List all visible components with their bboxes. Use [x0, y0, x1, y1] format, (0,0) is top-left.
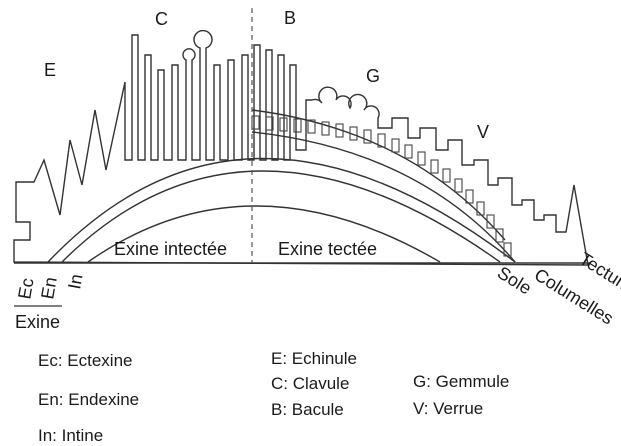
legend-item: Ec: Ectexine [38, 351, 133, 370]
legend-item: En: Endexine [38, 390, 139, 409]
label-exine-tectee: Exine tectée [278, 239, 377, 259]
label-exine-intectee: Exine intectée [114, 239, 227, 259]
letter-g: G [366, 66, 380, 86]
legend-item: In: Intine [38, 426, 103, 445]
label-en: En [37, 276, 61, 301]
legend: Ec: Ectexine En: Endexine In: Intine E: … [38, 349, 509, 445]
legend-item: G: Gemmule [413, 372, 509, 391]
columelle [455, 179, 462, 192]
letter-b: B [284, 8, 296, 28]
columelle [431, 160, 438, 173]
label-in: In [64, 272, 86, 290]
exine-outer-outline [14, 31, 588, 265]
label-ec: Ec [14, 277, 37, 301]
label-tectum: Tectum [576, 248, 621, 296]
columelle [405, 145, 412, 158]
columelle [418, 152, 425, 165]
letter-e: E [44, 60, 56, 80]
columelle [294, 119, 301, 132]
columelle [252, 116, 259, 129]
legend-item: B: Bacule [271, 400, 344, 419]
columelle [477, 202, 484, 215]
legend-item: C: Clavule [271, 374, 349, 393]
columelle [443, 169, 450, 182]
legend-item: V: Verrue [413, 399, 483, 418]
label-exine: Exine [15, 312, 60, 332]
columelle [392, 139, 399, 152]
letter-c: C [155, 9, 168, 29]
label-sole: Sole [494, 262, 535, 298]
letter-v: V [477, 122, 489, 142]
legend-item: E: Echinule [271, 349, 357, 368]
